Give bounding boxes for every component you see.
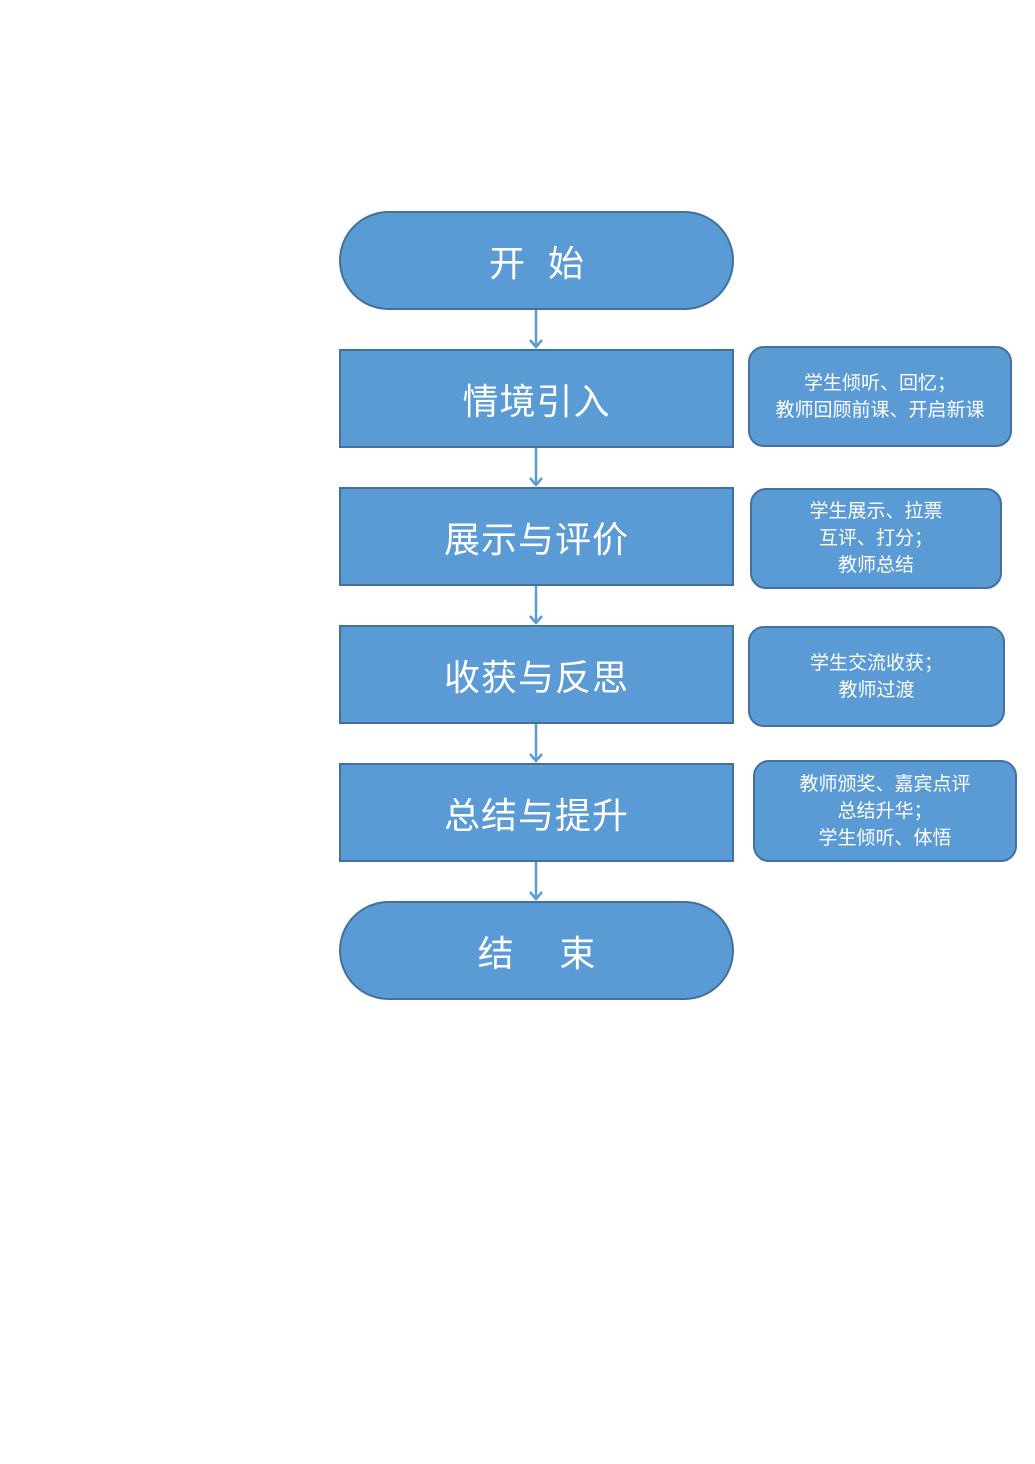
note-line: 教师回顾前课、开启新课 xyxy=(775,398,985,421)
step-situation-intro: 情境引入 xyxy=(339,349,734,448)
step-summary-improve: 总结与提升 xyxy=(339,763,734,862)
step-label: 总结与提升 xyxy=(443,795,629,837)
note-line: 学生展示、拉票 xyxy=(809,500,943,522)
arrow-down-icon xyxy=(528,724,544,763)
start-label: 开 始 xyxy=(489,243,584,285)
note-line: 总结升华； xyxy=(837,799,933,822)
note-line: 教师颁奖、嘉宾点评 xyxy=(799,772,971,795)
step-label: 情境引入 xyxy=(462,381,611,423)
note-line: 教师过渡 xyxy=(838,678,915,701)
step-label: 展示与评价 xyxy=(443,519,629,561)
note-line: 学生倾听、回忆； xyxy=(803,371,956,394)
step-display-evaluate: 展示与评价 xyxy=(339,487,734,586)
arrow-down-icon xyxy=(528,448,544,487)
note-line: 学生交流收获； xyxy=(809,651,943,674)
step-harvest-reflect: 收获与反思 xyxy=(339,625,734,724)
note-harvest-reflect: 学生交流收获； 教师过渡 xyxy=(748,626,1005,727)
note-display-evaluate: 学生展示、拉票 互评、打分； 教师总结 xyxy=(750,488,1002,589)
arrow-down-icon xyxy=(528,586,544,625)
arrow-down-icon xyxy=(528,862,544,901)
end-terminal: 结 束 xyxy=(339,901,734,1000)
note-line: 互评、打分； xyxy=(818,527,933,549)
note-line: 学生倾听、体悟 xyxy=(818,826,952,849)
start-terminal: 开 始 xyxy=(339,211,734,310)
note-line: 教师总结 xyxy=(837,554,914,576)
note-summary-improve: 教师颁奖、嘉宾点评 总结升华； 学生倾听、体悟 xyxy=(753,760,1017,862)
note-situation-intro: 学生倾听、回忆； 教师回顾前课、开启新课 xyxy=(748,346,1012,447)
end-label: 结 束 xyxy=(477,933,596,975)
step-label: 收获与反思 xyxy=(443,657,629,699)
arrow-down-icon xyxy=(528,310,544,349)
